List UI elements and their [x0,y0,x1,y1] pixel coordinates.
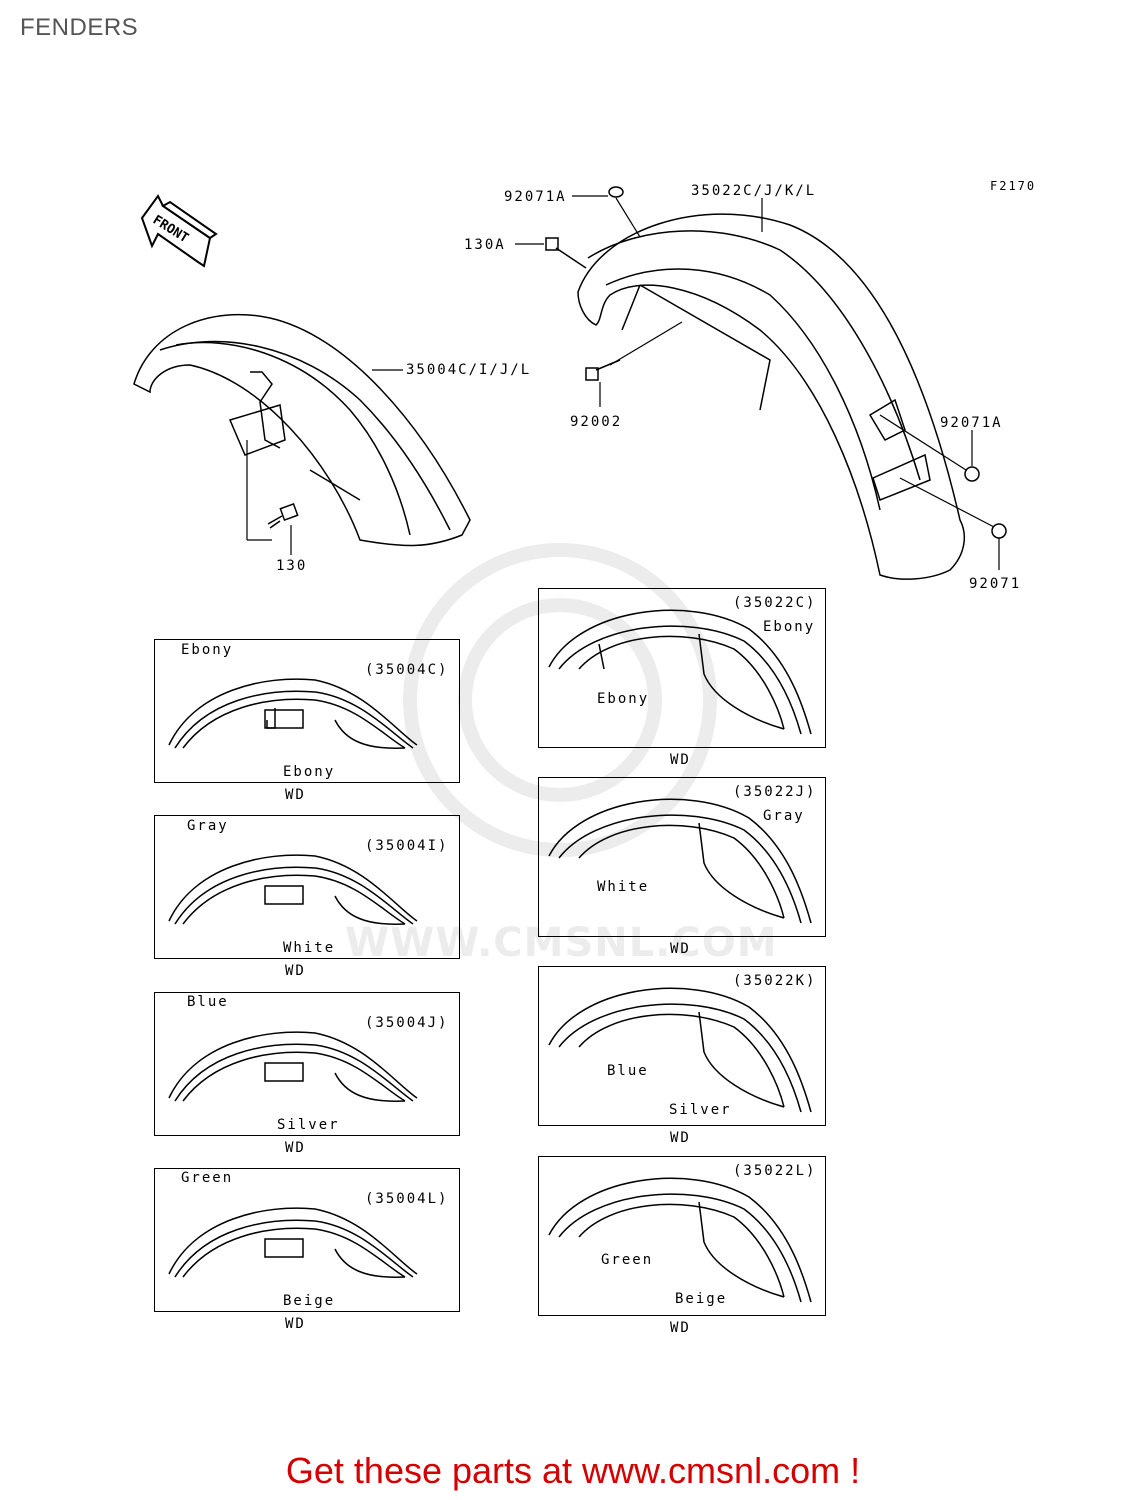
body-color: Beige [675,1291,728,1307]
rear-variant-box-c: (35022C) Ebony Ebony [538,588,826,748]
stripe-color: Blue [607,1063,649,1079]
watermark-emblem [403,543,717,857]
wd-note: WD [670,752,691,768]
stripe-color: Ebony [181,642,234,658]
callout-35004: 35004C/I/J/L [406,362,532,378]
callout-130A: 130A [464,237,506,253]
page-title: FENDERS [20,14,139,41]
body-color: Silver [277,1117,340,1133]
variant-code: (35004C) [365,662,449,678]
wd-note: WD [670,1130,691,1146]
wd-note: WD [285,1316,306,1332]
variant-code: (35004I) [365,838,449,854]
callout-92071: 92071 [969,576,1022,592]
stripe-color: Gray [187,818,229,834]
stripe-color: Green [181,1170,234,1186]
leader-lines [246,195,1000,570]
variant-code: (35022L) [733,1163,817,1179]
rear-variant-box-j: (35022J) Gray White [538,777,826,937]
front-fender-variant-icon [168,678,418,749]
variant-code: (35022K) [733,973,817,989]
rear-fender-drawing [577,213,966,580]
body-color: White [597,879,650,895]
front-fender-variant-icon [168,854,418,925]
front-variant-box-c: (35004C) Ebony Ebony [154,639,460,783]
body-color: Beige [283,1293,336,1309]
front-fender-variant-icon [168,1031,418,1102]
callout-92071A-top: 92071A [504,189,567,205]
rear-fender-variant-icon [548,987,812,1113]
wd-note: WD [670,1320,691,1336]
variant-code: (35004J) [365,1015,449,1031]
front-fender-variant-icon [168,1207,418,1278]
stripe-color: Gray [763,808,805,824]
front-variant-box-i: (35004I) Gray White [154,815,460,959]
variant-code: (35022J) [733,784,817,800]
front-fender-drawing [133,313,471,547]
variant-code: (35004L) [365,1191,449,1207]
front-variant-box-l: (35004L) Green Beige [154,1168,460,1312]
body-color: Ebony [597,691,650,707]
wd-note: WD [670,941,691,957]
callout-92002: 92002 [570,414,623,430]
body-color: Silver [669,1102,732,1118]
stripe-color: Green [601,1252,654,1268]
wd-note: WD [285,787,306,803]
bolt-130-drawing [267,503,299,529]
wd-note: WD [285,963,306,979]
front-variant-box-j: (35004J) Blue Silver [154,992,460,1136]
callout-35022: 35022C/J/K/L [691,183,817,199]
variant-code: (35022C) [733,595,817,611]
front-arrow-icon [140,194,218,268]
rear-fender-variant-icon [548,609,812,735]
callout-92071A-right: 92071A [940,415,1003,431]
rear-fender-variant-icon [548,1177,812,1303]
figure-code: F2170 [990,179,1037,193]
callout-130: 130 [276,558,308,574]
rear-fender-variant-icon [548,798,812,924]
footer-link[interactable]: Get these parts at www.cmsnl.com ! [285,1450,861,1491]
stripe-color: Blue [187,994,229,1010]
stripe-color: Ebony [763,619,816,635]
body-color: Ebony [283,764,336,780]
body-color: White [283,940,336,956]
rear-variant-box-k: (35022K) Blue Silver [538,966,826,1126]
wd-note: WD [285,1140,306,1156]
rear-variant-box-l: (35022L) Green Beige [538,1156,826,1316]
